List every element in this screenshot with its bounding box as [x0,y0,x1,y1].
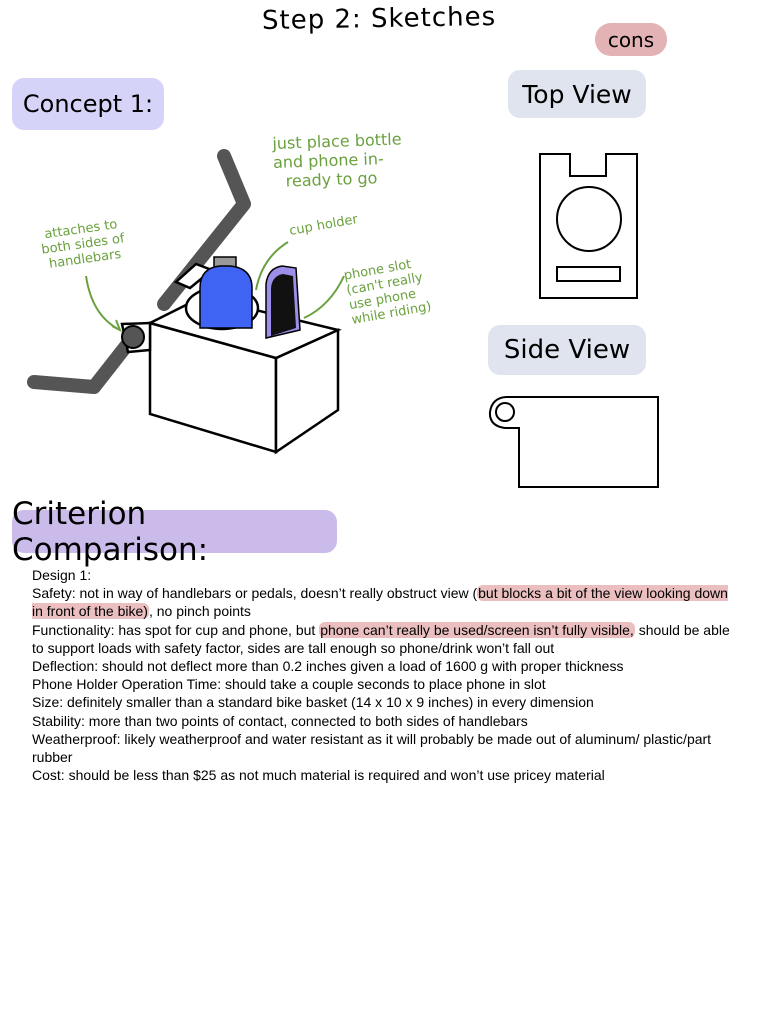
size-line: Size: definitely smaller than a standard… [32,694,594,711]
design-heading: Design 1: [32,567,92,583]
top-view-label: Top View [508,70,646,118]
bottle-phone-note: just place bottle and phone in- ready to… [272,129,402,191]
cons-label: cons [595,23,667,56]
cost-line: Cost: should be less than $25 as not muc… [32,767,605,784]
concept-label: Concept 1: [12,78,164,130]
phone-time-line: Phone Holder Operation Time: should take… [32,676,546,693]
criterion-title: Criterion Comparison: [12,496,337,568]
stability-line: Stability: more than two points of conta… [32,712,528,729]
safety-line: Safety: not in way of handlebars or peda… [32,585,728,620]
functionality-highlight: phone can’t really be used/screen isn’t … [319,621,635,638]
design-criteria-text: Design 1: Safety: not in way of handleba… [32,566,732,784]
deflection-line: Deflection: should not deflect more than… [32,658,624,675]
side-view-drawing [488,396,659,488]
bottle [199,256,253,329]
phone [265,265,301,339]
top-view-drawing [539,153,638,299]
clamp-ring [121,325,145,349]
weatherproof-line: Weatherproof: likely weatherproof and wa… [32,730,712,766]
functionality-line: Functionality: has spot for cup and phon… [32,621,730,656]
handlebar-left [27,329,141,394]
side-view-label: Side View [488,325,646,375]
concept-sketch [27,149,659,488]
